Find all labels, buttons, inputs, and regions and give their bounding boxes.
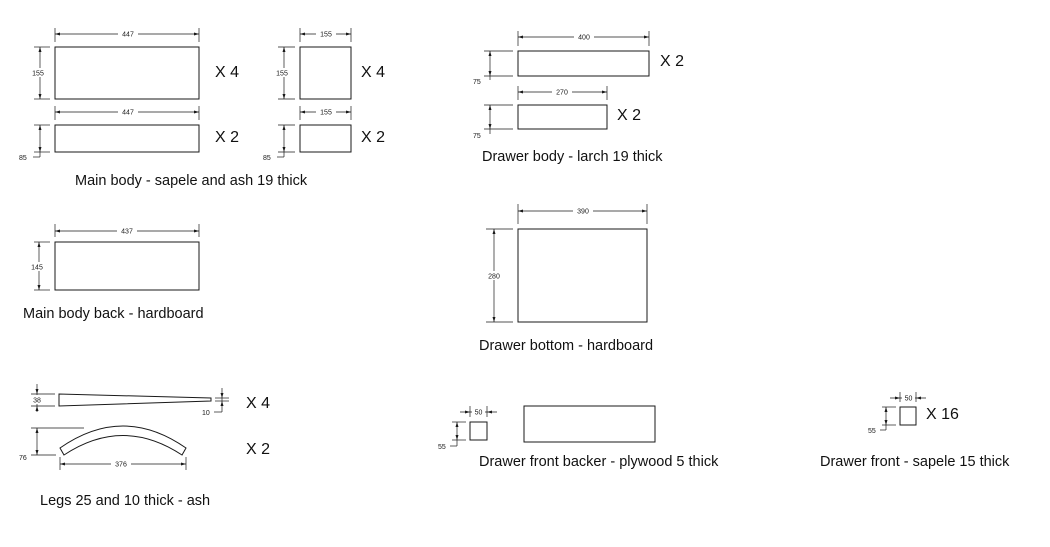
main-body-caption: Main body - sapele and ash 19 thick xyxy=(75,173,308,189)
height-dimension: 55 xyxy=(868,428,876,435)
leg-outline xyxy=(58,393,212,407)
height-dimension: 85 xyxy=(19,155,27,162)
backer-panel-outline xyxy=(523,405,656,443)
leg-tapered: 38 10 X 4 xyxy=(30,384,270,417)
width-dimension: 447 xyxy=(122,32,134,39)
drawer-bottom-group: 390 280 Drawer bottom - hardboard xyxy=(479,204,653,354)
quantity-label: X 2 xyxy=(215,129,239,146)
drawer-body-panel-270x75: 270 75 X 2 xyxy=(473,86,641,140)
height-dimension: 155 xyxy=(32,71,44,78)
legs-group: 38 10 X 4 76 376 X 2 xyxy=(19,384,270,509)
quantity-label: X 2 xyxy=(246,441,270,458)
height-dimension: 55 xyxy=(438,444,446,451)
drawer-bottom-caption: Drawer bottom - hardboard xyxy=(479,338,653,354)
height-dimension: 85 xyxy=(263,155,271,162)
main-body-back-group: 437 145 Main body back - hardboard xyxy=(23,224,204,322)
main-body-group: 447 155 X 4 155 155 X xyxy=(19,28,385,189)
height-dimension: 75 xyxy=(473,133,481,140)
main-body-back-caption: Main body back - hardboard xyxy=(23,306,204,322)
backer-small-outline xyxy=(469,421,488,441)
height-dimension: 155 xyxy=(276,71,288,78)
drawer-body-group: 400 75 X 2 270 75 X 2 Drawer b xyxy=(473,31,684,165)
drawer-body-panel-400x75: 400 75 X 2 xyxy=(473,31,684,86)
width-dimension: 447 xyxy=(122,110,134,117)
main-body-panel-447x85: 447 85 X 2 xyxy=(19,106,239,162)
width-dimension: 437 xyxy=(121,229,133,236)
quantity-label: X 2 xyxy=(617,107,641,124)
end-dimension: 10 xyxy=(202,410,210,417)
panel-outline xyxy=(517,50,650,77)
drawer-body-caption: Drawer body - larch 19 thick xyxy=(482,149,663,165)
width-dimension: 38 xyxy=(33,398,41,405)
quantity-label: X 16 xyxy=(926,406,959,423)
height-dimension: 75 xyxy=(473,79,481,86)
quantity-label: X 4 xyxy=(246,395,270,412)
width-dimension: 376 xyxy=(115,462,127,469)
panel-outline xyxy=(299,46,352,100)
panel-outline xyxy=(54,46,200,100)
panel-outline xyxy=(517,104,608,130)
quantity-label: X 4 xyxy=(361,64,385,81)
front-outline xyxy=(899,406,917,426)
height-dimension: 76 xyxy=(19,455,27,462)
panel-outline xyxy=(299,124,352,153)
main-body-panel-155x155: 155 155 X 4 xyxy=(274,28,385,100)
width-dimension: 390 xyxy=(577,209,589,216)
quantity-label: X 2 xyxy=(660,53,684,70)
panel-outline xyxy=(517,228,648,323)
height-dimension: 145 xyxy=(31,265,43,272)
legs-caption: Legs 25 and 10 thick - ash xyxy=(40,493,210,509)
leg-outline xyxy=(59,425,187,456)
drawer-front-caption: Drawer front - sapele 15 thick xyxy=(820,454,1010,470)
drawer-front-group: 50 55 X 16 Drawer front - sapele 15 thic… xyxy=(820,392,1010,470)
width-dimension: 270 xyxy=(556,90,568,97)
width-dimension: 155 xyxy=(320,32,332,39)
drawer-front-backer-group: 50 55 Drawer front backer - plywood 5 th… xyxy=(438,405,719,470)
quantity-label: X 2 xyxy=(361,129,385,146)
height-dimension: 280 xyxy=(488,274,500,281)
leg-curved: 76 376 X 2 xyxy=(19,425,270,470)
drawer-front-backer-caption: Drawer front backer - plywood 5 thick xyxy=(479,454,719,470)
width-dimension: 50 xyxy=(905,396,913,403)
main-body-panel-447x155: 447 155 X 4 xyxy=(30,28,239,100)
width-dimension: 155 xyxy=(320,110,332,117)
panel-outline xyxy=(54,241,200,291)
panel-outline xyxy=(54,124,200,153)
quantity-label: X 4 xyxy=(215,64,239,81)
width-dimension: 50 xyxy=(475,410,483,417)
main-body-panel-155x85: 155 85 X 2 xyxy=(263,106,385,162)
width-dimension: 400 xyxy=(578,35,590,42)
